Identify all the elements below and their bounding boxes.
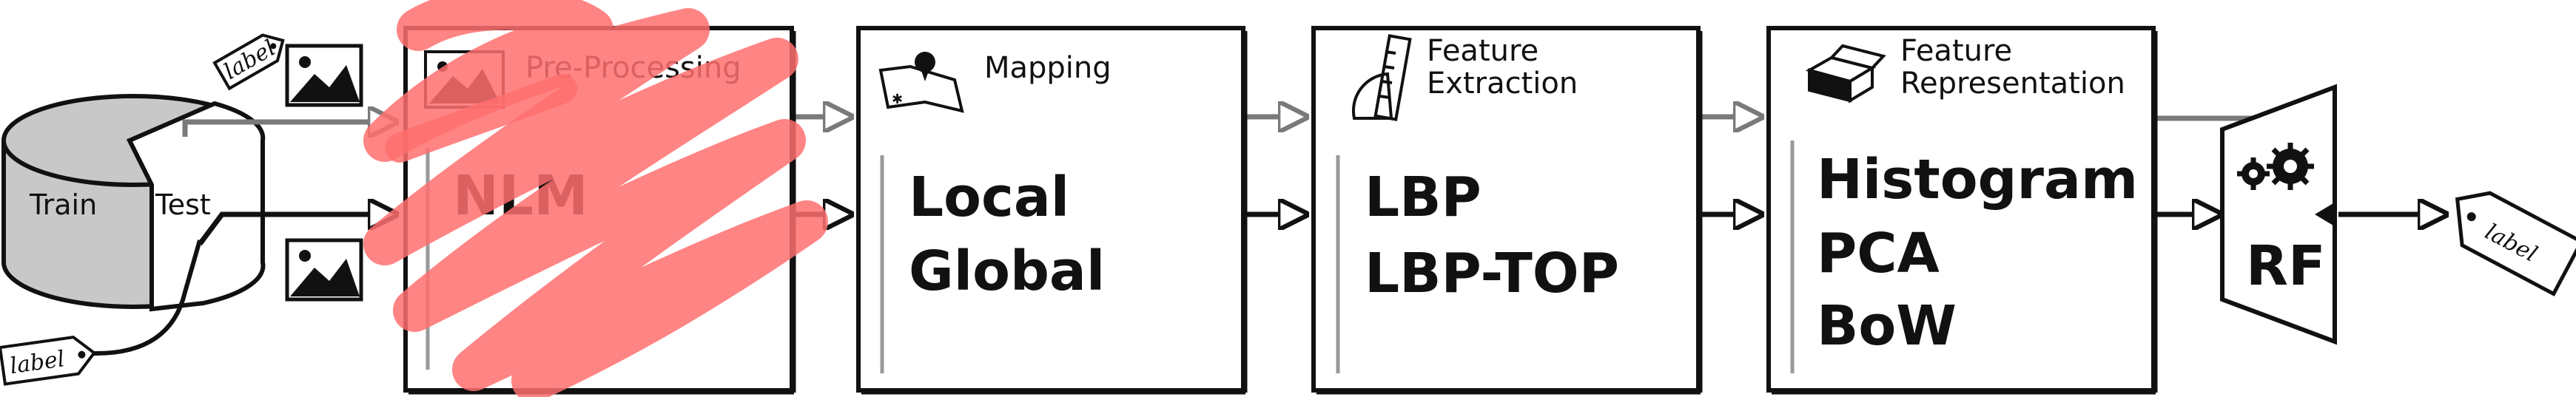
red-scribble <box>363 0 828 397</box>
stage-item-local: Local <box>909 166 1069 229</box>
stage-title-feature-extraction-line1: Feature <box>1427 34 1538 68</box>
label-link-line <box>92 240 202 356</box>
map-pin-icon: ✱ <box>878 52 964 113</box>
image-icon-top <box>285 44 363 107</box>
open-box-icon <box>1805 44 1886 104</box>
ruler-protractor-icon <box>1351 34 1412 121</box>
image-icon-bottom <box>285 238 363 302</box>
stage-item-lbp: LBP <box>1365 166 1482 229</box>
stage-item-pca: PCA <box>1817 222 1940 285</box>
label-tag-input-bottom: label <box>0 335 97 386</box>
stage-feature-extraction: Feature Extraction LBP LBP-TOP <box>1311 26 1703 395</box>
label-tag-input-top: label <box>212 33 285 91</box>
stage-item-global: Global <box>909 240 1105 303</box>
classifier-rf: RF <box>2220 84 2337 345</box>
stage-title-mapping: Mapping <box>984 51 1112 85</box>
train-label: Train <box>29 189 97 221</box>
stage-item-lbp-top: LBP-TOP <box>1365 242 1619 305</box>
test-slice <box>126 101 266 312</box>
database-cylinder: Train Test <box>1 94 266 312</box>
stage-mapping: ✱ Mapping Local Global <box>856 26 1248 395</box>
stage-preprocessing: Pre-Processing NLM <box>363 0 828 397</box>
label-tag-output: label <box>2455 191 2576 296</box>
stage-title-feature-extraction-line2: Extraction <box>1427 67 1578 101</box>
stage-title-feature-representation-line1: Feature <box>1900 34 2012 68</box>
gears-icon <box>2237 143 2314 190</box>
classifier-label: RF <box>2246 234 2326 298</box>
test-label: Test <box>155 189 211 221</box>
stage-item-bow: BoW <box>1817 294 1957 358</box>
stage-feature-representation: Feature Representation Histogram PCA BoW <box>1766 26 2158 395</box>
svg-text:✱: ✱ <box>892 92 903 107</box>
stage-item-histogram: Histogram <box>1817 148 2138 211</box>
stage-title-feature-representation-line2: Representation <box>1900 67 2125 101</box>
